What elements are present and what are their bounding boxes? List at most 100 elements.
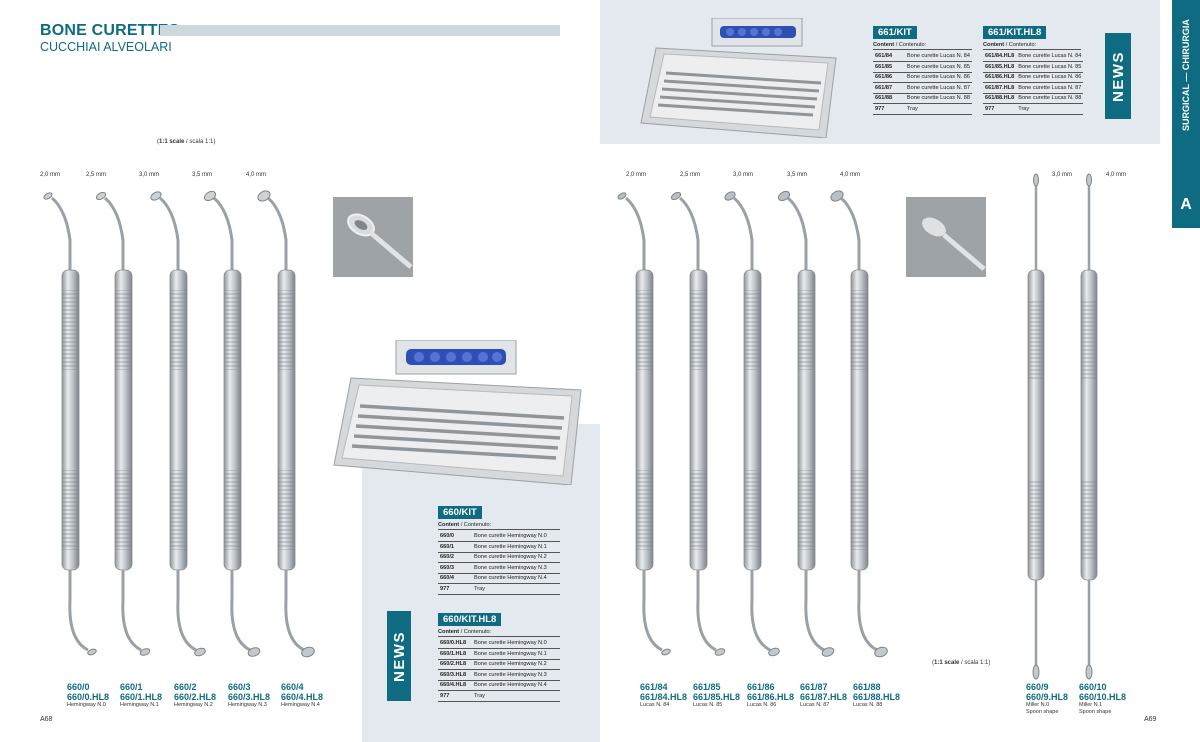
kit-title: 660/KIT [438, 506, 482, 519]
curette-instrument [830, 190, 888, 658]
product-desc: Hemingway N.3 [228, 702, 267, 708]
size-label: 3,0 mm [733, 172, 754, 178]
kit-row-code: 977 [438, 690, 472, 702]
kit-row-desc: Bone curette Hemingway N.0 [472, 531, 560, 542]
product-code-hl8: 660/3.HL8 [228, 692, 271, 702]
product-code-hl8: 660/1.HL8 [120, 692, 163, 702]
curette-instrument [670, 191, 726, 656]
kit-row-code: 661/86 [873, 72, 905, 83]
section-letter: A [1180, 196, 1192, 213]
instrument-tray-image [636, 17, 846, 139]
kit-row-code: 660/1.HL8 [438, 648, 472, 660]
size-label: 4,0 mm [246, 172, 267, 178]
kit-row-desc: Tray [472, 690, 560, 702]
kit-row-desc: Bone curette Lucas N. 85 [1016, 61, 1084, 73]
page-number-left: A68 [40, 716, 53, 723]
kit-title: 660/KIT.HL8 [438, 613, 502, 626]
title-bar [160, 25, 560, 36]
product-desc: Hemingway N.2 [174, 702, 213, 708]
kit-row-desc: Bone curette Hemingway N.3 [472, 562, 560, 574]
size-label: 3,5 mm [787, 172, 808, 178]
kit-row-code: 977 [983, 103, 1017, 115]
kit-row-desc: Bone curette Hemingway N.2 [472, 552, 560, 563]
kit-row-code: 660/0.HL8 [438, 638, 472, 649]
kit-row-code: 661/87.HL8 [983, 82, 1017, 94]
size-label: 2,0 mm [40, 172, 61, 178]
kit-table-661-hl8: 661/KIT.HL8 Content / Contenuto: 661/84.… [983, 26, 1084, 115]
kit-row-code: 660/1 [438, 541, 472, 553]
kit-row-code: 660/0 [438, 531, 472, 542]
product-desc: Hemingway N.4 [281, 702, 320, 708]
product-code: 661/88 [853, 682, 881, 692]
product-desc: Lucas N. 86 [747, 702, 777, 708]
size-label: 2,0 mm [626, 172, 647, 178]
zoom-photo [906, 197, 986, 277]
product-desc: Miller N.0 [1026, 702, 1050, 708]
instrument-tray-image [326, 339, 591, 486]
product-desc: Hemingway N.1 [120, 702, 159, 708]
product-code-hl8: 660/2.HL8 [174, 692, 217, 702]
product-code-hl8: 661/88.HL8 [853, 692, 901, 702]
product-code: 660/9 [1026, 682, 1049, 692]
curette-instrument [150, 191, 206, 657]
product-code: 660/0 [67, 682, 90, 692]
product-code: 661/86 [747, 682, 775, 692]
kit-row-desc: Bone curette Hemingway N.0 [472, 638, 560, 649]
kit-row-desc: Bone curette Lucas N. 84 [1016, 51, 1084, 62]
page-number-right: A69 [1144, 716, 1157, 723]
size-label: 2,5 mm [680, 172, 701, 178]
product-desc: Lucas N. 88 [853, 702, 883, 708]
product-code: 660/1 [120, 682, 143, 692]
size-label: 3,0 mm [139, 172, 160, 178]
curette-instrument [95, 191, 151, 656]
kit-row-desc: Bone curette Lucas N. 87 [904, 82, 972, 94]
product-code-hl8: 660/4.HL8 [281, 692, 324, 702]
kit-row-code: 660/2.HL8 [438, 659, 472, 670]
product-desc: Spoon shape [1026, 709, 1059, 715]
curette-instrument [617, 192, 671, 656]
kit-row-desc: Tray [1016, 103, 1084, 115]
kit-row-code: 661/85 [873, 61, 905, 73]
product-code-hl8: 660/10.HL8 [1079, 692, 1127, 702]
kit-row-desc: Bone curette Lucas N. 87 [1016, 82, 1084, 94]
kit-row-desc: Bone curette Hemingway N.4 [472, 573, 560, 584]
zoom-photo [333, 197, 413, 277]
kit-row-code: 661/84 [873, 51, 905, 62]
kit-row-code: 977 [438, 583, 472, 595]
product-desc: Spoon shape [1079, 709, 1112, 715]
kit-row-code: 660/4 [438, 573, 472, 584]
scale-note-left: (1:1 scale / scala 1:1) [157, 139, 216, 145]
product-desc: Lucas N. 87 [800, 702, 830, 708]
product-code-hl8: 660/9.HL8 [1026, 692, 1069, 702]
kit-row-desc: Bone curette Hemingway N.1 [472, 648, 560, 660]
size-label: 4,0 mm [840, 172, 861, 178]
kit-row-desc: Bone curette Lucas N. 86 [904, 72, 972, 83]
